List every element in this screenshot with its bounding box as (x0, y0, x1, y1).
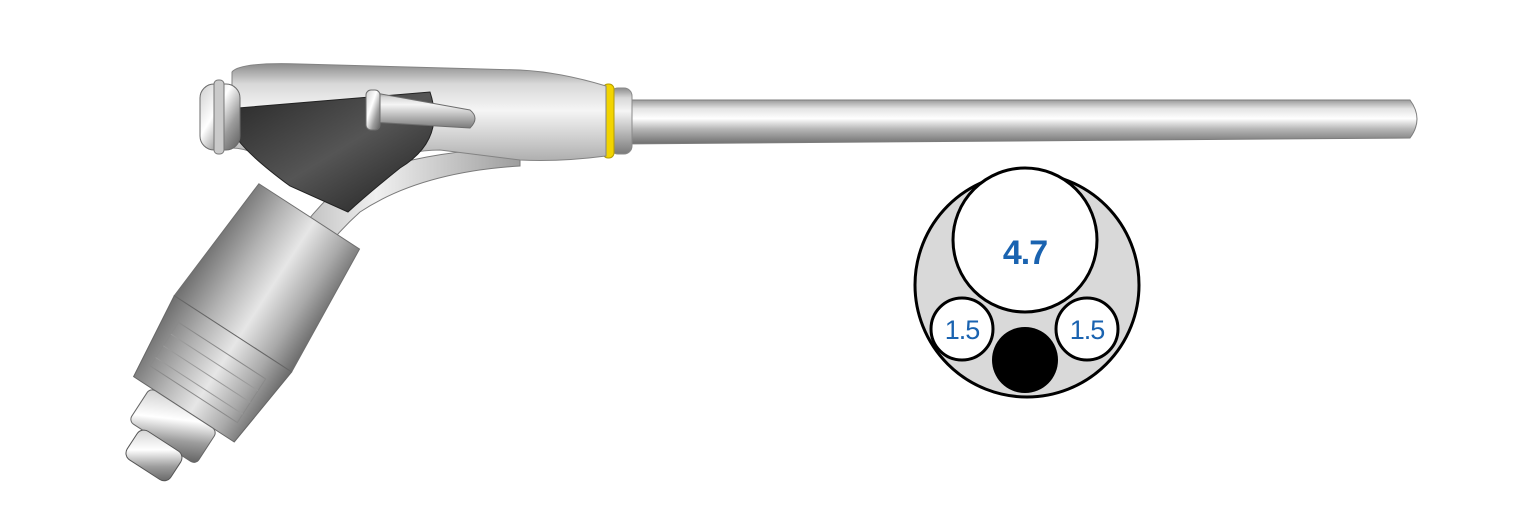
instrument-handle (125, 183, 361, 482)
instrument-shaft (611, 99, 1418, 145)
right-channel-circle (1054, 296, 1120, 362)
right-channel-label: 1.5 (1070, 315, 1105, 345)
main-channel-label: 4.7 (1003, 234, 1047, 272)
side-port (369, 91, 476, 129)
left-channel-label: 1.5 (945, 315, 980, 345)
main-channel-circle (951, 166, 1099, 314)
side-port-cap (365, 89, 381, 131)
rear-connector-ring (213, 79, 225, 155)
endoscope-instrument (125, 63, 1418, 482)
handle-groove-line (162, 345, 251, 403)
cross-section-diagram: 4.7 1.5 1.5 (913, 166, 1141, 399)
optic-channel-circle (992, 327, 1058, 393)
handle-groove-line (170, 333, 259, 392)
handle-groove-line (155, 357, 244, 415)
left-channel-circle (929, 296, 995, 362)
handle-grooves (149, 321, 267, 424)
handle-lower (132, 294, 293, 443)
handle-plug-tip (125, 429, 183, 482)
